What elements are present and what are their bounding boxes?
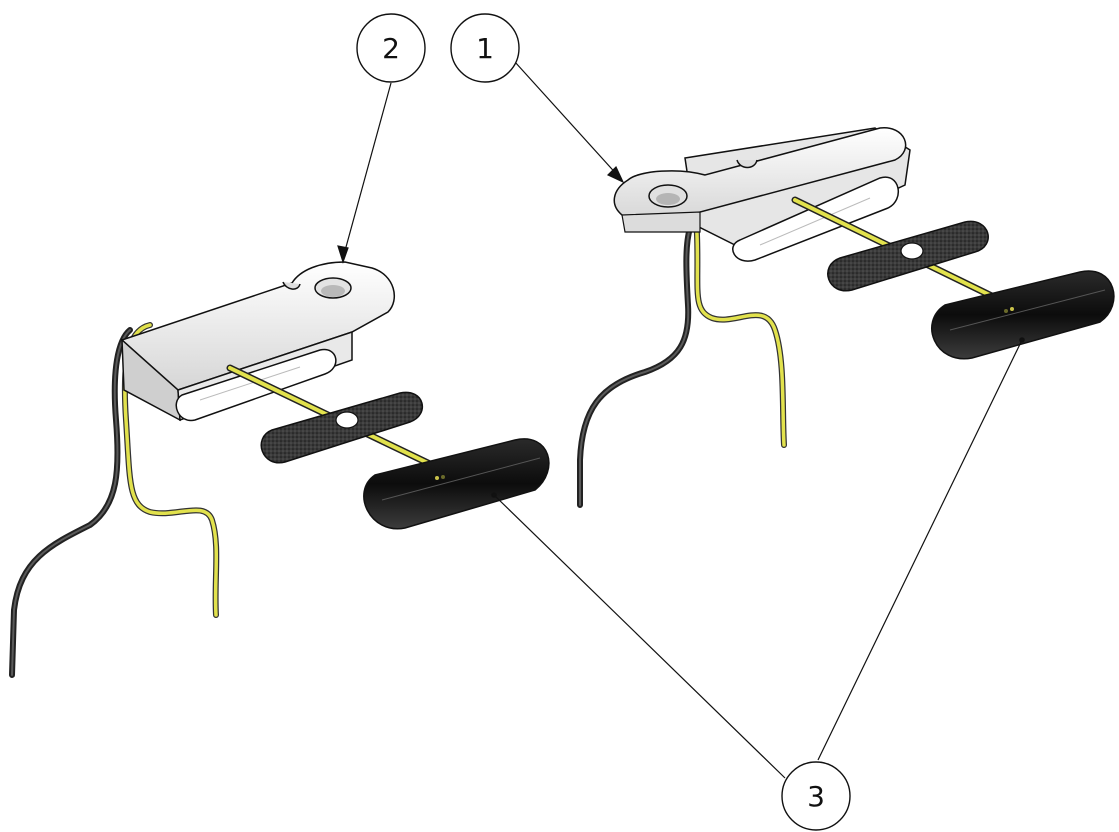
wire-dark-left [9, 327, 133, 678]
balloon-3: 3 [781, 761, 851, 831]
balloon-2-label: 2 [382, 32, 400, 65]
leader-1 [514, 61, 621, 179]
leader-3a [493, 494, 786, 779]
assembly-left [9, 261, 550, 678]
wire-dark-right [577, 225, 693, 508]
assembly-right [577, 127, 1115, 508]
arrowhead-2 [337, 245, 349, 264]
balloon-3-label: 3 [807, 780, 825, 813]
balloon-3-circle [781, 761, 851, 831]
balloon-1: 1 [450, 13, 520, 83]
bracket-left [120, 261, 396, 422]
leader-lines [337, 61, 1025, 779]
pad-left [260, 391, 424, 464]
balloon-1-circle [450, 13, 520, 83]
sensor-left [363, 438, 550, 530]
balloon-2: 2 [356, 13, 426, 83]
balloon-1-label: 1 [476, 32, 494, 65]
sensor-right [931, 270, 1115, 360]
balloon-2-circle [356, 13, 426, 83]
bracket-right [613, 127, 911, 262]
leader-2 [342, 82, 392, 259]
pad-right [827, 220, 989, 292]
leader-3b [817, 339, 1023, 761]
arrowhead-1 [606, 165, 625, 184]
